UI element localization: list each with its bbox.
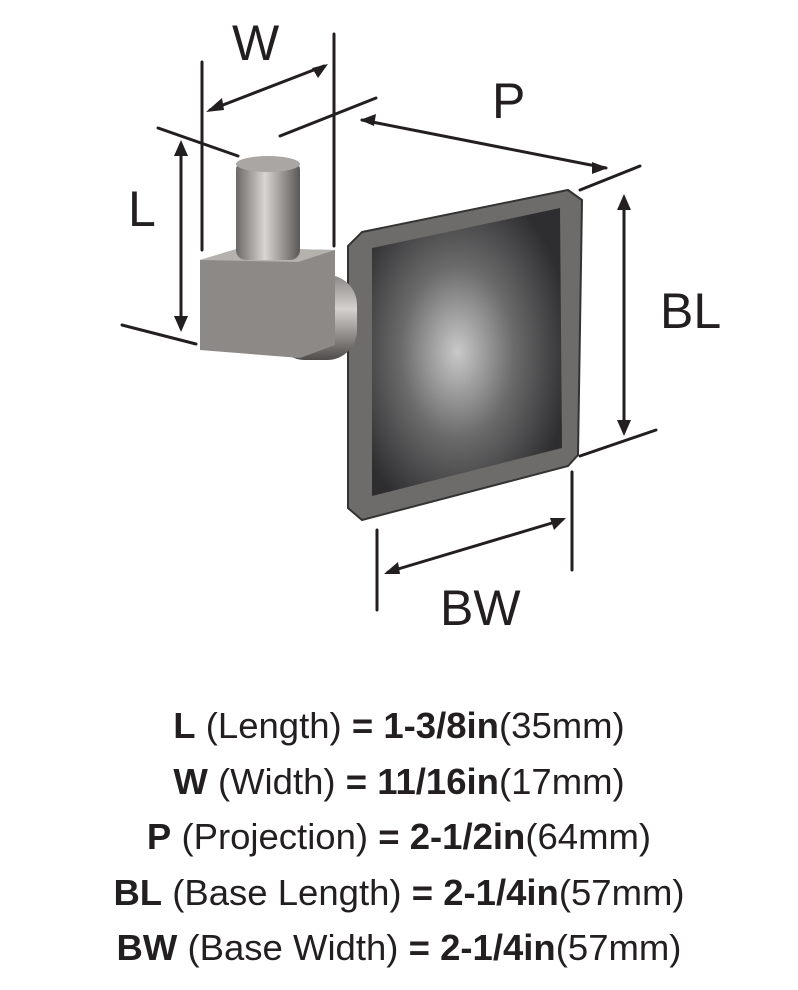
dimension-label-p: P [492, 73, 525, 129]
spec-code: L [173, 705, 196, 746]
dimension-label-bl: BL [660, 283, 721, 339]
spec-projection: P (Projection) = 2-1/2in(64mm) [0, 809, 798, 865]
dimension-arrowheads [174, 64, 631, 574]
spec-code: BW [116, 927, 178, 968]
hook-product [200, 156, 584, 522]
spec-equals: = [345, 760, 368, 802]
dimension-label-w: W [232, 15, 280, 71]
post-top [236, 156, 300, 172]
spec-code: P [146, 816, 172, 857]
dimension-label-bw: BW [440, 580, 521, 636]
spec-name: (Base Width) [187, 927, 399, 968]
spec-name: (Length) [205, 705, 342, 746]
spec-code: W [173, 760, 208, 802]
spec-length: L (Length) = 1-3/8in(35mm) [0, 698, 798, 754]
spec-metric: (57mm) [555, 927, 682, 968]
spec-equals: = [408, 927, 430, 968]
dimension-label-l: L [128, 181, 156, 237]
spec-name: (Base Length) [172, 871, 402, 913]
spec-name: (Projection) [181, 816, 369, 857]
dimension-spec-list: L (Length) = 1-3/8in(35mm) W (Width) = 1… [0, 698, 798, 976]
spec-metric: (35mm) [498, 705, 625, 746]
spec-imperial: 1-3/8in [383, 705, 499, 746]
spec-imperial: 2-1/4in [443, 871, 559, 913]
spec-base-length: BL (Base Length) = 2-1/4in(57mm) [0, 865, 798, 921]
spec-code: BL [113, 871, 163, 913]
spec-equals: = [378, 816, 400, 857]
spec-equals: = [351, 705, 374, 746]
spec-base-width: BW (Base Width) = 2-1/4in(57mm) [0, 920, 798, 976]
mount-cube [200, 248, 335, 358]
hook-dimension-diagram: W P L BL BW [120, 15, 721, 636]
spec-width: W (Width) = 11/16in(17mm) [0, 754, 798, 810]
spec-imperial: 11/16in [377, 760, 499, 802]
spec-equals: = [411, 871, 434, 913]
spec-metric: (64mm) [525, 816, 652, 857]
spec-metric: (57mm) [558, 871, 685, 913]
dimension-lines [120, 32, 658, 612]
spec-name: (Width) [217, 760, 336, 802]
base-plate-inner [372, 208, 562, 496]
post-cylinder [236, 160, 300, 260]
spec-metric: (17mm) [498, 760, 625, 802]
spec-imperial: 2-1/4in [440, 927, 556, 968]
spec-imperial: 2-1/2in [409, 816, 526, 857]
